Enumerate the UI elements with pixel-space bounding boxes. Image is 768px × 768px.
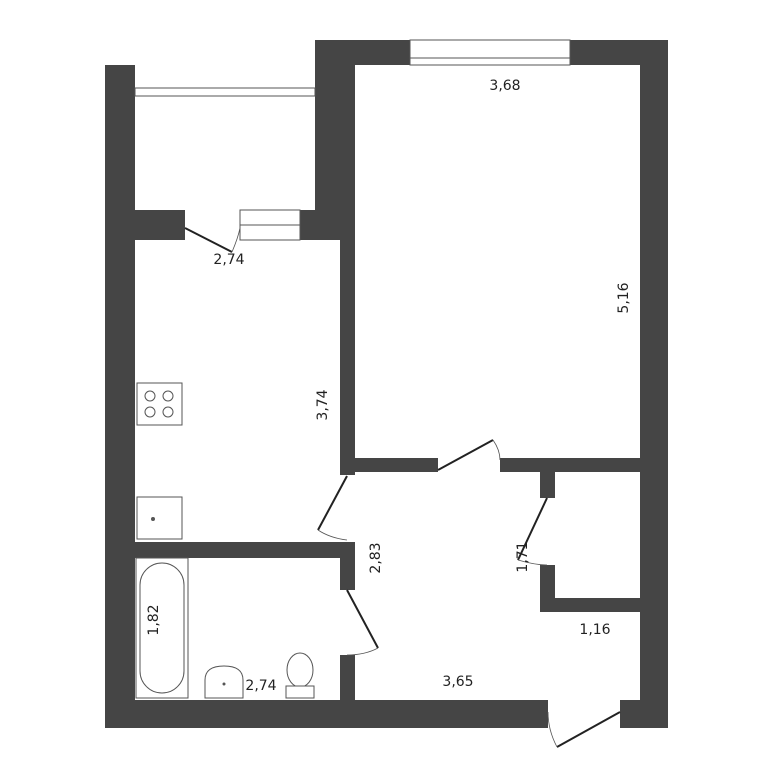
entrance-door <box>556 711 621 748</box>
wall-closet-upper <box>540 472 555 498</box>
windows <box>134 39 571 241</box>
label-bath-length: 1,82 <box>146 604 162 635</box>
washbasin-icon <box>204 665 244 699</box>
fixtures <box>135 382 315 699</box>
wall-top-right <box>570 40 668 65</box>
door-kitchen <box>317 475 348 531</box>
door-bath <box>346 589 379 649</box>
door-balcony <box>184 227 233 253</box>
label-bedroom-width: 3,68 <box>489 78 520 94</box>
wall-closet-bottom <box>540 598 640 612</box>
stove-icon <box>136 382 183 426</box>
dimension-labels: 3,68 5,16 2,74 3,74 2,83 1,71 1,16 3,65 … <box>146 78 632 694</box>
sink-icon <box>136 496 183 540</box>
window-bedroom <box>409 39 571 66</box>
bathtub-icon <box>135 557 189 699</box>
wall-bath-right-lower <box>340 655 355 705</box>
door-closet <box>517 497 548 561</box>
toilet-icon <box>285 652 315 699</box>
wall-bath-right-upper <box>340 542 355 590</box>
wall-right <box>640 40 668 728</box>
label-bedroom-length: 5,16 <box>616 282 632 313</box>
wall-kitchen-bath <box>135 542 355 558</box>
wall-balcony-left <box>135 210 185 240</box>
walls <box>105 40 668 728</box>
wall-balcony-right <box>300 210 355 240</box>
label-bath-width: 2,74 <box>245 678 276 694</box>
label-closet-length: 1,71 <box>515 541 531 572</box>
label-closet-width: 1,16 <box>579 622 610 638</box>
door-bedroom <box>437 439 494 471</box>
window-balcony <box>134 87 316 97</box>
wall-bedroom-bottom-left <box>340 458 438 472</box>
label-hall-width: 2,83 <box>368 542 384 573</box>
wall-bottom-left <box>105 700 548 728</box>
wall-bedroom-left-upper <box>315 40 355 240</box>
label-hall-length: 3,65 <box>442 674 473 690</box>
wall-left <box>105 65 135 728</box>
label-kitchen-length: 3,74 <box>315 389 331 420</box>
wall-kitchen-right <box>340 240 355 475</box>
doors <box>184 227 621 748</box>
wall-bedroom-bottom-right <box>500 458 668 472</box>
label-balcony-width: 2,74 <box>213 252 244 268</box>
